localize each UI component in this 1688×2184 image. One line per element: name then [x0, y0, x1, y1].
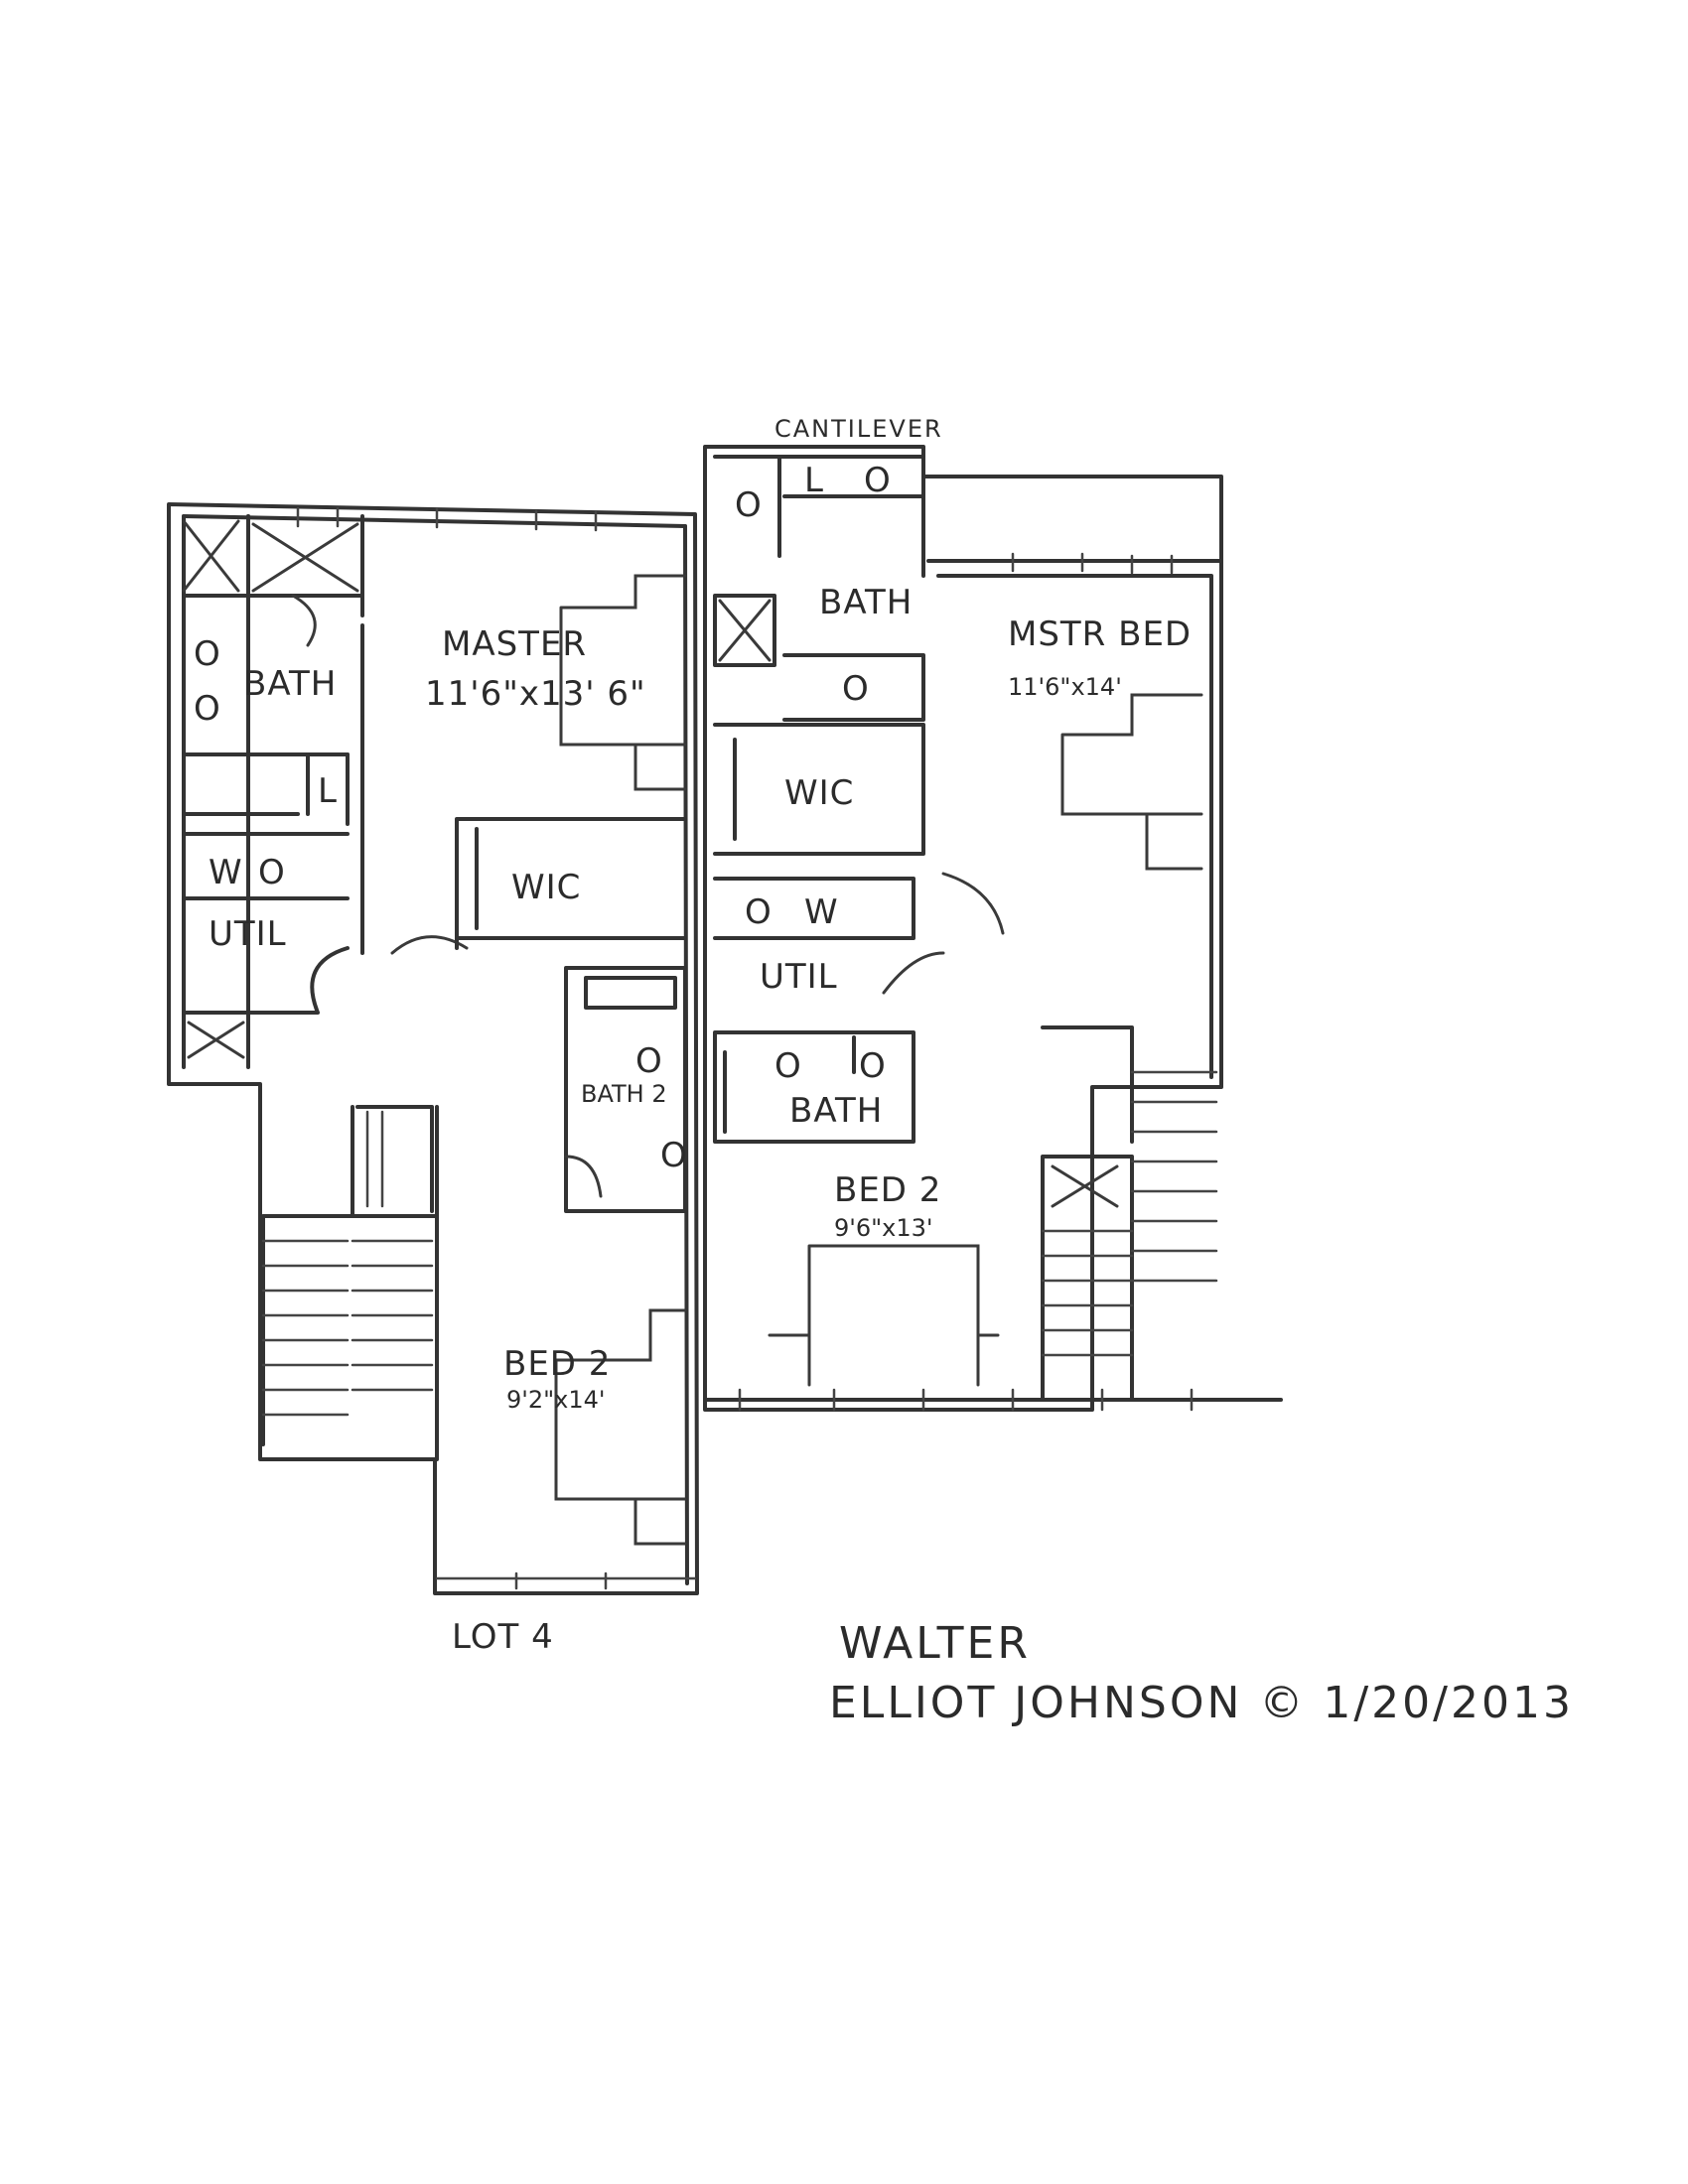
left-wic-walls — [455, 817, 687, 950]
bath2-label: BATH 2 — [581, 1080, 667, 1108]
mstr-bed-label: MSTR BED — [1008, 614, 1192, 654]
wic-left-label: WIC — [511, 868, 581, 907]
util-right-label: UTIL — [760, 957, 838, 997]
signature-line2: ELLIOT JOHNSON © 1/20/2013 — [829, 1678, 1574, 1728]
bath-right-lower-label: BATH — [789, 1091, 883, 1131]
right-stair-x-icon — [1051, 1164, 1119, 1208]
bath2-toilet-icon: O — [635, 1041, 663, 1081]
wic-right-label: WIC — [784, 773, 854, 813]
right-dryer-icon: O — [745, 892, 773, 932]
right-lower-toilet-icon: O — [774, 1046, 802, 1086]
master-left-label: MASTER — [442, 624, 587, 664]
bed2-dim: 9'2"x14' — [506, 1386, 606, 1414]
bed2-label: BED 2 — [503, 1344, 611, 1384]
mstr-bed-dim: 11'6"x14' — [1008, 673, 1122, 701]
master-bed-furniture — [559, 574, 687, 791]
left-util-x-icon — [187, 1021, 245, 1059]
right-unit — [703, 445, 1283, 1412]
left-tub-x-icon — [251, 522, 359, 593]
right-lav-icon: L — [804, 461, 824, 500]
right-lower-sink-icon: O — [859, 1046, 887, 1086]
left-dryer-icon: O — [258, 853, 286, 892]
bed2-right-label: BED 2 — [834, 1170, 941, 1210]
left-shower-x-icon — [182, 519, 240, 593]
bed2-furniture — [554, 1308, 687, 1546]
room-labels: BATH MASTER 11'6"x13' 6" WIC UTIL BED 2 … — [209, 583, 1192, 1414]
bath2-toilet2-icon: O — [660, 1136, 688, 1175]
bed2-right-furniture — [768, 1244, 1000, 1387]
left-stair — [261, 1105, 439, 1461]
lot-label: LOT 4 — [452, 1617, 554, 1657]
fixtures: O O L W O O O O L O O O W O O — [194, 461, 892, 1175]
left-washer-icon: W — [209, 853, 243, 892]
right-washer-icon: W — [804, 892, 839, 932]
signature-line1: WALTER — [839, 1618, 1031, 1669]
right-sink-icon: O — [864, 461, 892, 500]
right-wic-walls — [713, 723, 925, 856]
left-bath2-walls — [564, 966, 687, 1213]
cantilever-note: CANTILEVER — [774, 415, 943, 443]
util-left-label: UTIL — [209, 914, 287, 954]
bed2-right-dim: 9'6"x13' — [834, 1214, 933, 1242]
bath-right-label: BATH — [819, 583, 913, 622]
mstr-bed-furniture — [1060, 693, 1203, 871]
left-toilet-icon: O — [194, 634, 221, 674]
signature: WALTER ELLIOT JOHNSON © 1/20/2013 — [829, 1618, 1574, 1728]
left-toilet2-icon: O — [194, 689, 221, 729]
master-left-dim: 11'6"x13' 6" — [425, 674, 646, 714]
right-tub-icon: O — [842, 669, 870, 709]
right-shower-x-icon — [718, 599, 772, 662]
bath-left-label: BATH — [243, 664, 337, 704]
left-lav-icon: L — [318, 771, 338, 811]
left-unit — [167, 502, 699, 1595]
right-unit-outline — [703, 445, 1223, 1412]
right-toilet-icon: O — [735, 485, 763, 525]
right-stair — [1041, 1025, 1134, 1402]
